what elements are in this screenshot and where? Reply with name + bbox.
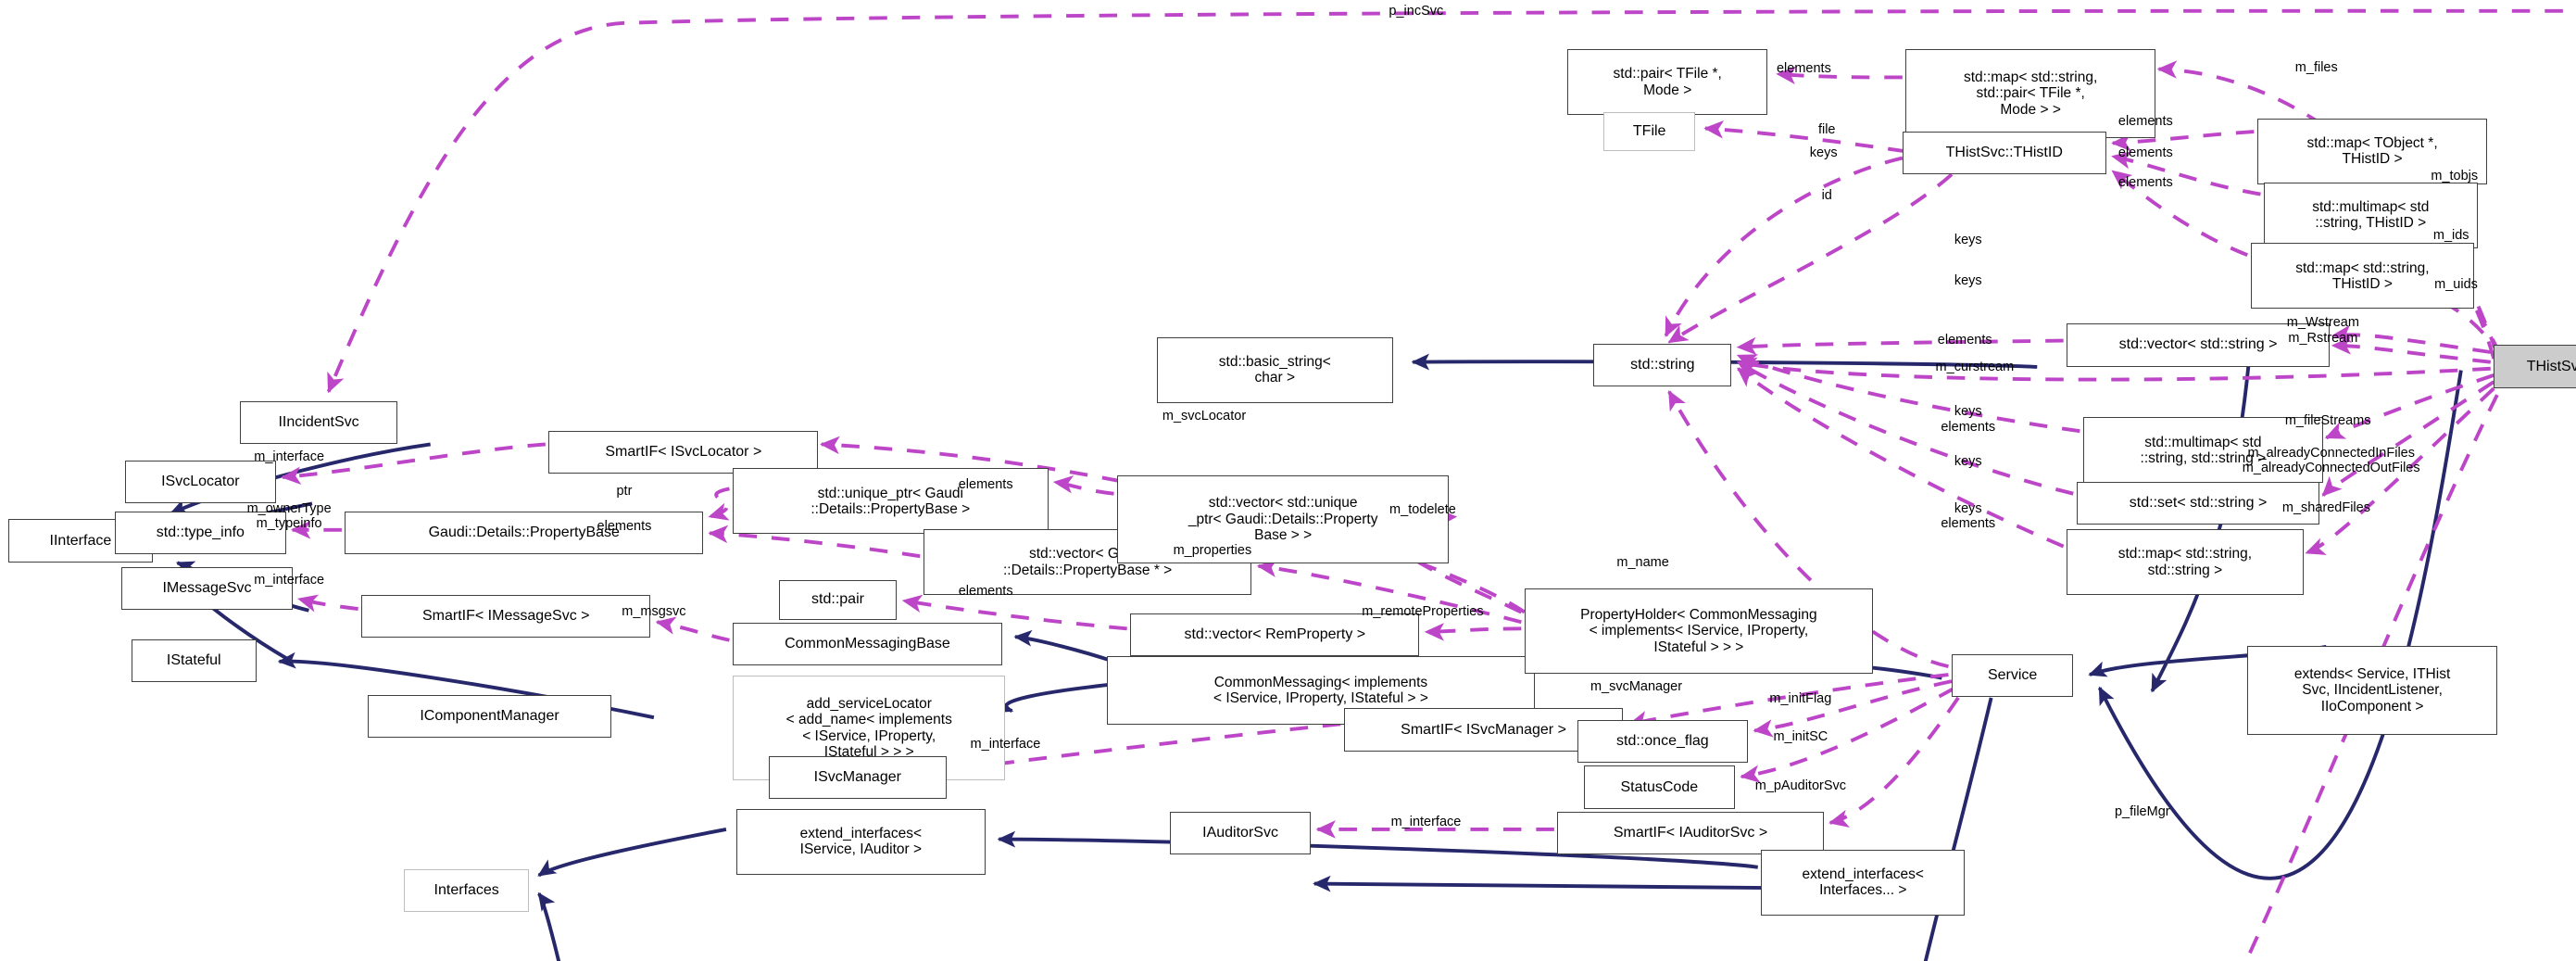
class-node-vector_remproperty[interactable]: std::vector< RemProperty > [1130,613,1420,656]
class-node-pair_tfile_mode[interactable]: std::pair< TFile *, Mode > [1567,49,1768,116]
class-node-once_flag[interactable]: std::once_flag [1577,719,1749,763]
edge-label-m_todelete: m_todelete [1389,501,1456,517]
edge-label-m_tobjs: m_tobjs [2431,168,2479,183]
class-node-map_str_str[interactable]: std::map< std::string, std::string > [2067,529,2304,596]
edge-label-m_ownertype: m_ownerType m_typeinfo [246,500,332,531]
class-node-thistid[interactable]: THistSvc::THistID [1902,131,2106,174]
edge-label-elements_7: elements [597,518,652,534]
edge-label-m_interface_4: m_interface [1390,814,1462,829]
class-node-propertybase[interactable]: Gaudi::Details::PropertyBase [345,511,704,554]
edge-label-m_pauditorsvc: m_pAuditorSvc [1754,778,1847,793]
edge-label-id: id [1821,187,1832,203]
edge-label-m_filestreams: m_fileStreams [2284,412,2371,428]
class-node-vector_uptr_pb[interactable]: std::vector< std::unique _ptr< Gaudi::De… [1117,474,1450,564]
class-node-smartif_isvcloc[interactable]: SmartIF< ISvcLocator > [548,430,819,474]
edge-label-m_wrstream: m_Wstream m_Rstream [2286,315,2359,346]
edge-label-keys_3: keys [1954,273,1982,289]
edge-label-m_interface_1: m_interface [254,449,325,464]
class-node-icomponentmanager[interactable]: IComponentManager [368,695,611,739]
class-node-basic_string[interactable]: std::basic_string< char > [1156,336,1393,403]
edge-label-m_svclocator: m_svcLocator [1162,408,1247,424]
edge-label-elements_4: elements [2117,174,2173,190]
class-node-commonmsgbase[interactable]: CommonMessagingBase [733,623,1002,666]
edge-label-m_ids: m_ids [2432,227,2469,243]
class-node-istateful[interactable]: IStateful [131,639,257,683]
class-node-smartif_imsgsvc[interactable]: SmartIF< IMessageSvc > [361,595,651,639]
edge-label-m_uids: m_uids [2434,276,2478,292]
edge-label-elements_6: elements [958,477,1013,493]
edge-label-elements_3: elements [2117,145,2173,160]
edge-label-m_alreadyconn: m_alreadyConnectedInFiles m_alreadyConne… [2242,445,2420,475]
edge-label-m_initflag: m_initFlag [1769,690,1832,706]
class-node-extends_service[interactable]: extends< Service, ITHist Svc, IIncidentL… [2247,646,2497,735]
class-node-iauditorsvc[interactable]: IAuditorSvc [1169,812,1312,855]
class-node-smartif_isvcmgr[interactable]: SmartIF< ISvcManager > [1343,708,1624,752]
edge-label-m_name: m_name [1616,554,1669,570]
class-node-propertyholder[interactable]: PropertyHolder< CommonMessaging < implem… [1524,588,1873,675]
edge-label-keys_2: keys [1954,232,1982,247]
edge-label-elements_2: elements [2117,114,2173,130]
class-node-statuscode[interactable]: StatusCode [1583,765,1735,809]
class-node-thistsvc[interactable]: THistSvc [2494,345,2576,388]
class-node-interfaces[interactable]: Interfaces [404,869,530,913]
class-node-isvclocator[interactable]: ISvcLocator [124,460,276,503]
edge-label-file: file [1817,121,1836,137]
class-node-tfile[interactable]: TFile [1603,111,1696,152]
class-node-service[interactable]: Service [1952,653,2074,697]
edge-label-m_svcmanager: m_svcManager [1590,679,1683,695]
edge-label-m_sharedfiles: m_sharedFiles [2281,499,2370,515]
edge-label-keys_1: keys [1809,145,1838,160]
edge-label-keys_elements_2: keys elements [1941,500,1996,531]
edge-label-m_interface_2: m_interface [254,572,325,588]
edge-label-elements_5: elements [1937,333,1992,348]
class-node-iincidentsvc[interactable]: IIncidentSvc [239,400,398,444]
edge-label-m_msgsvc: m_msgsvc [622,603,686,619]
edge-label-m_remoteproperties: m_remoteProperties [1362,603,1484,619]
edge-label-m_curstream: m_curstream [1935,359,2015,374]
edge-label-m_initsc: m_initSC [1773,728,1828,744]
edge-label-keys_elements_1: keys elements [1941,404,1996,435]
edge-label-ptr: ptr [616,484,633,499]
edge-label-m_files: m_files [2294,59,2338,75]
class-node-stdpair[interactable]: std::pair [778,580,898,620]
class-node-extend_ifaces[interactable]: extend_interfaces< Interfaces... > [1761,849,1966,916]
edge-label-p_incsvc: p_incSvc [1389,4,1444,19]
class-node-isvcmanager[interactable]: ISvcManager [769,755,947,799]
class-node-extend_isvc_iaud[interactable]: extend_interfaces< IService, IAuditor > [735,808,986,875]
edge-label-m_properties: m_properties [1173,543,1252,559]
class-node-stdstring[interactable]: std::string [1593,343,1732,386]
class-node-smartif_iaudsvc[interactable]: SmartIF< IAuditorSvc > [1557,812,1824,855]
edge-label-p_filemgr: p_fileMgr [2114,804,2170,820]
edge-label-m_interface_3: m_interface [970,737,1041,752]
edge-label-elements_1: elements [1776,61,1831,77]
edge-label-elements_8: elements [958,584,1013,600]
edge-label-keys_4: keys [1954,454,1982,470]
